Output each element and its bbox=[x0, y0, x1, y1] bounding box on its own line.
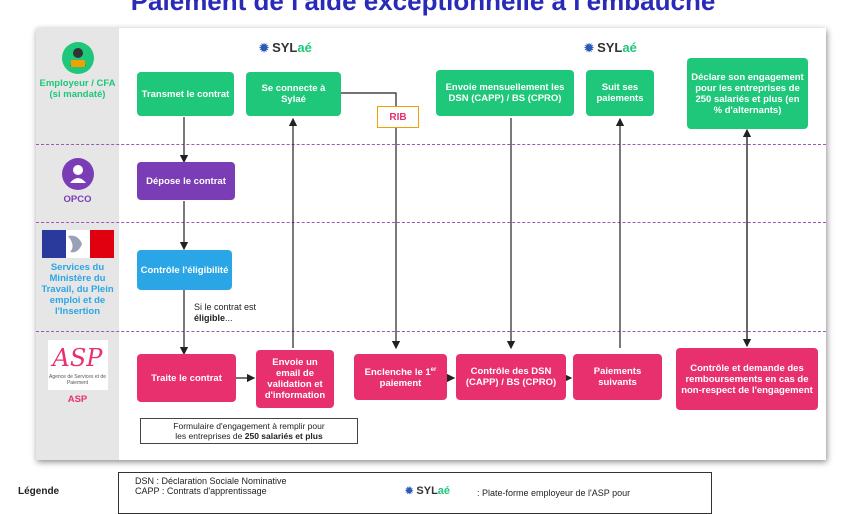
actor-label: ASP bbox=[67, 394, 88, 405]
sylae-star-icon: ✹ bbox=[405, 485, 414, 497]
actor-employeur: Employeur / CFA (si mandaté) bbox=[36, 42, 119, 100]
eligible-note: Si le contrat est éligible... bbox=[194, 302, 257, 323]
node-transmet-contrat: Transmet le contrat bbox=[137, 72, 234, 116]
rib-label: RIB bbox=[377, 106, 419, 128]
node-depose-contrat: Dépose le contrat bbox=[137, 162, 235, 200]
legend-box: DSN : Déclaration Sociale Nominative CAP… bbox=[118, 472, 712, 514]
legend-sylae-desc: : Plate-forme employeur de l'ASP pour bbox=[477, 488, 631, 498]
flow-diagram: Employeur / CFA (si mandaté) OPCO Servic… bbox=[36, 28, 826, 460]
sylae-logo: ✹ SYLaé bbox=[584, 40, 637, 55]
node-se-connecte: Se connecte à Sylaé bbox=[246, 72, 341, 116]
page-title: Paiement de l'aide exceptionnelle à l'em… bbox=[130, 0, 716, 16]
actor-label: Employeur / CFA (si mandaté) bbox=[39, 78, 116, 100]
republique-francaise-logo bbox=[41, 230, 114, 258]
actor-opco: OPCO bbox=[36, 158, 119, 205]
node-traite-contrat: Traite le contrat bbox=[137, 354, 236, 402]
employer-laptop-icon bbox=[61, 42, 94, 74]
sylae-star-icon: ✹ bbox=[259, 40, 270, 55]
node-controle-dsn: Contrôle des DSN (CAPP) / BS (CPRO) bbox=[456, 354, 566, 400]
node-enclenche-paiement: Enclenche le 1er paiement bbox=[354, 354, 447, 400]
asp-logo: ASP Agence de Services et de Paiement bbox=[47, 340, 108, 390]
node-paiements-suivants: Paiements suivants bbox=[573, 354, 662, 400]
flow-arrows bbox=[179, 92, 752, 383]
node-declare-engagement: Déclare son engagement pour les entrepri… bbox=[687, 58, 808, 129]
lane-divider bbox=[36, 222, 826, 223]
actor-asp: ASP Agence de Services et de Paiement AS… bbox=[36, 340, 119, 405]
node-envoie-email: Envoie un email de validation et d'infor… bbox=[256, 350, 334, 408]
actor-ministere: Services du Ministère du Travail, du Ple… bbox=[36, 230, 119, 317]
actor-label: Services du Ministère du Travail, du Ple… bbox=[41, 262, 114, 317]
sylae-star-icon: ✹ bbox=[584, 40, 595, 55]
lane-divider bbox=[36, 144, 826, 145]
legend-title: Légende bbox=[18, 486, 60, 497]
node-suit-paiements: Suit ses paiements bbox=[586, 70, 654, 116]
sylae-logo: ✹ SYLaé bbox=[259, 40, 312, 55]
legend-capp: CAPP : Contrats d'apprentissage bbox=[135, 486, 267, 496]
node-controle-demande: Contrôle et demande des remboursements e… bbox=[676, 348, 818, 410]
lane-divider bbox=[36, 331, 826, 332]
legend-sylae-logo: ✹ SYLaé bbox=[405, 485, 451, 497]
node-controle-eligibilite: Contrôle l'éligibilité bbox=[137, 250, 232, 290]
node-envoie-dsn: Envoie mensuellement les DSN (CAPP) / BS… bbox=[436, 70, 574, 116]
legend-dsn: DSN : Déclaration Sociale Nominative bbox=[135, 476, 287, 486]
person-icon bbox=[61, 158, 94, 190]
actor-label: OPCO bbox=[63, 194, 92, 205]
form-note: Formulaire d'engagement à remplir pour l… bbox=[140, 418, 358, 444]
